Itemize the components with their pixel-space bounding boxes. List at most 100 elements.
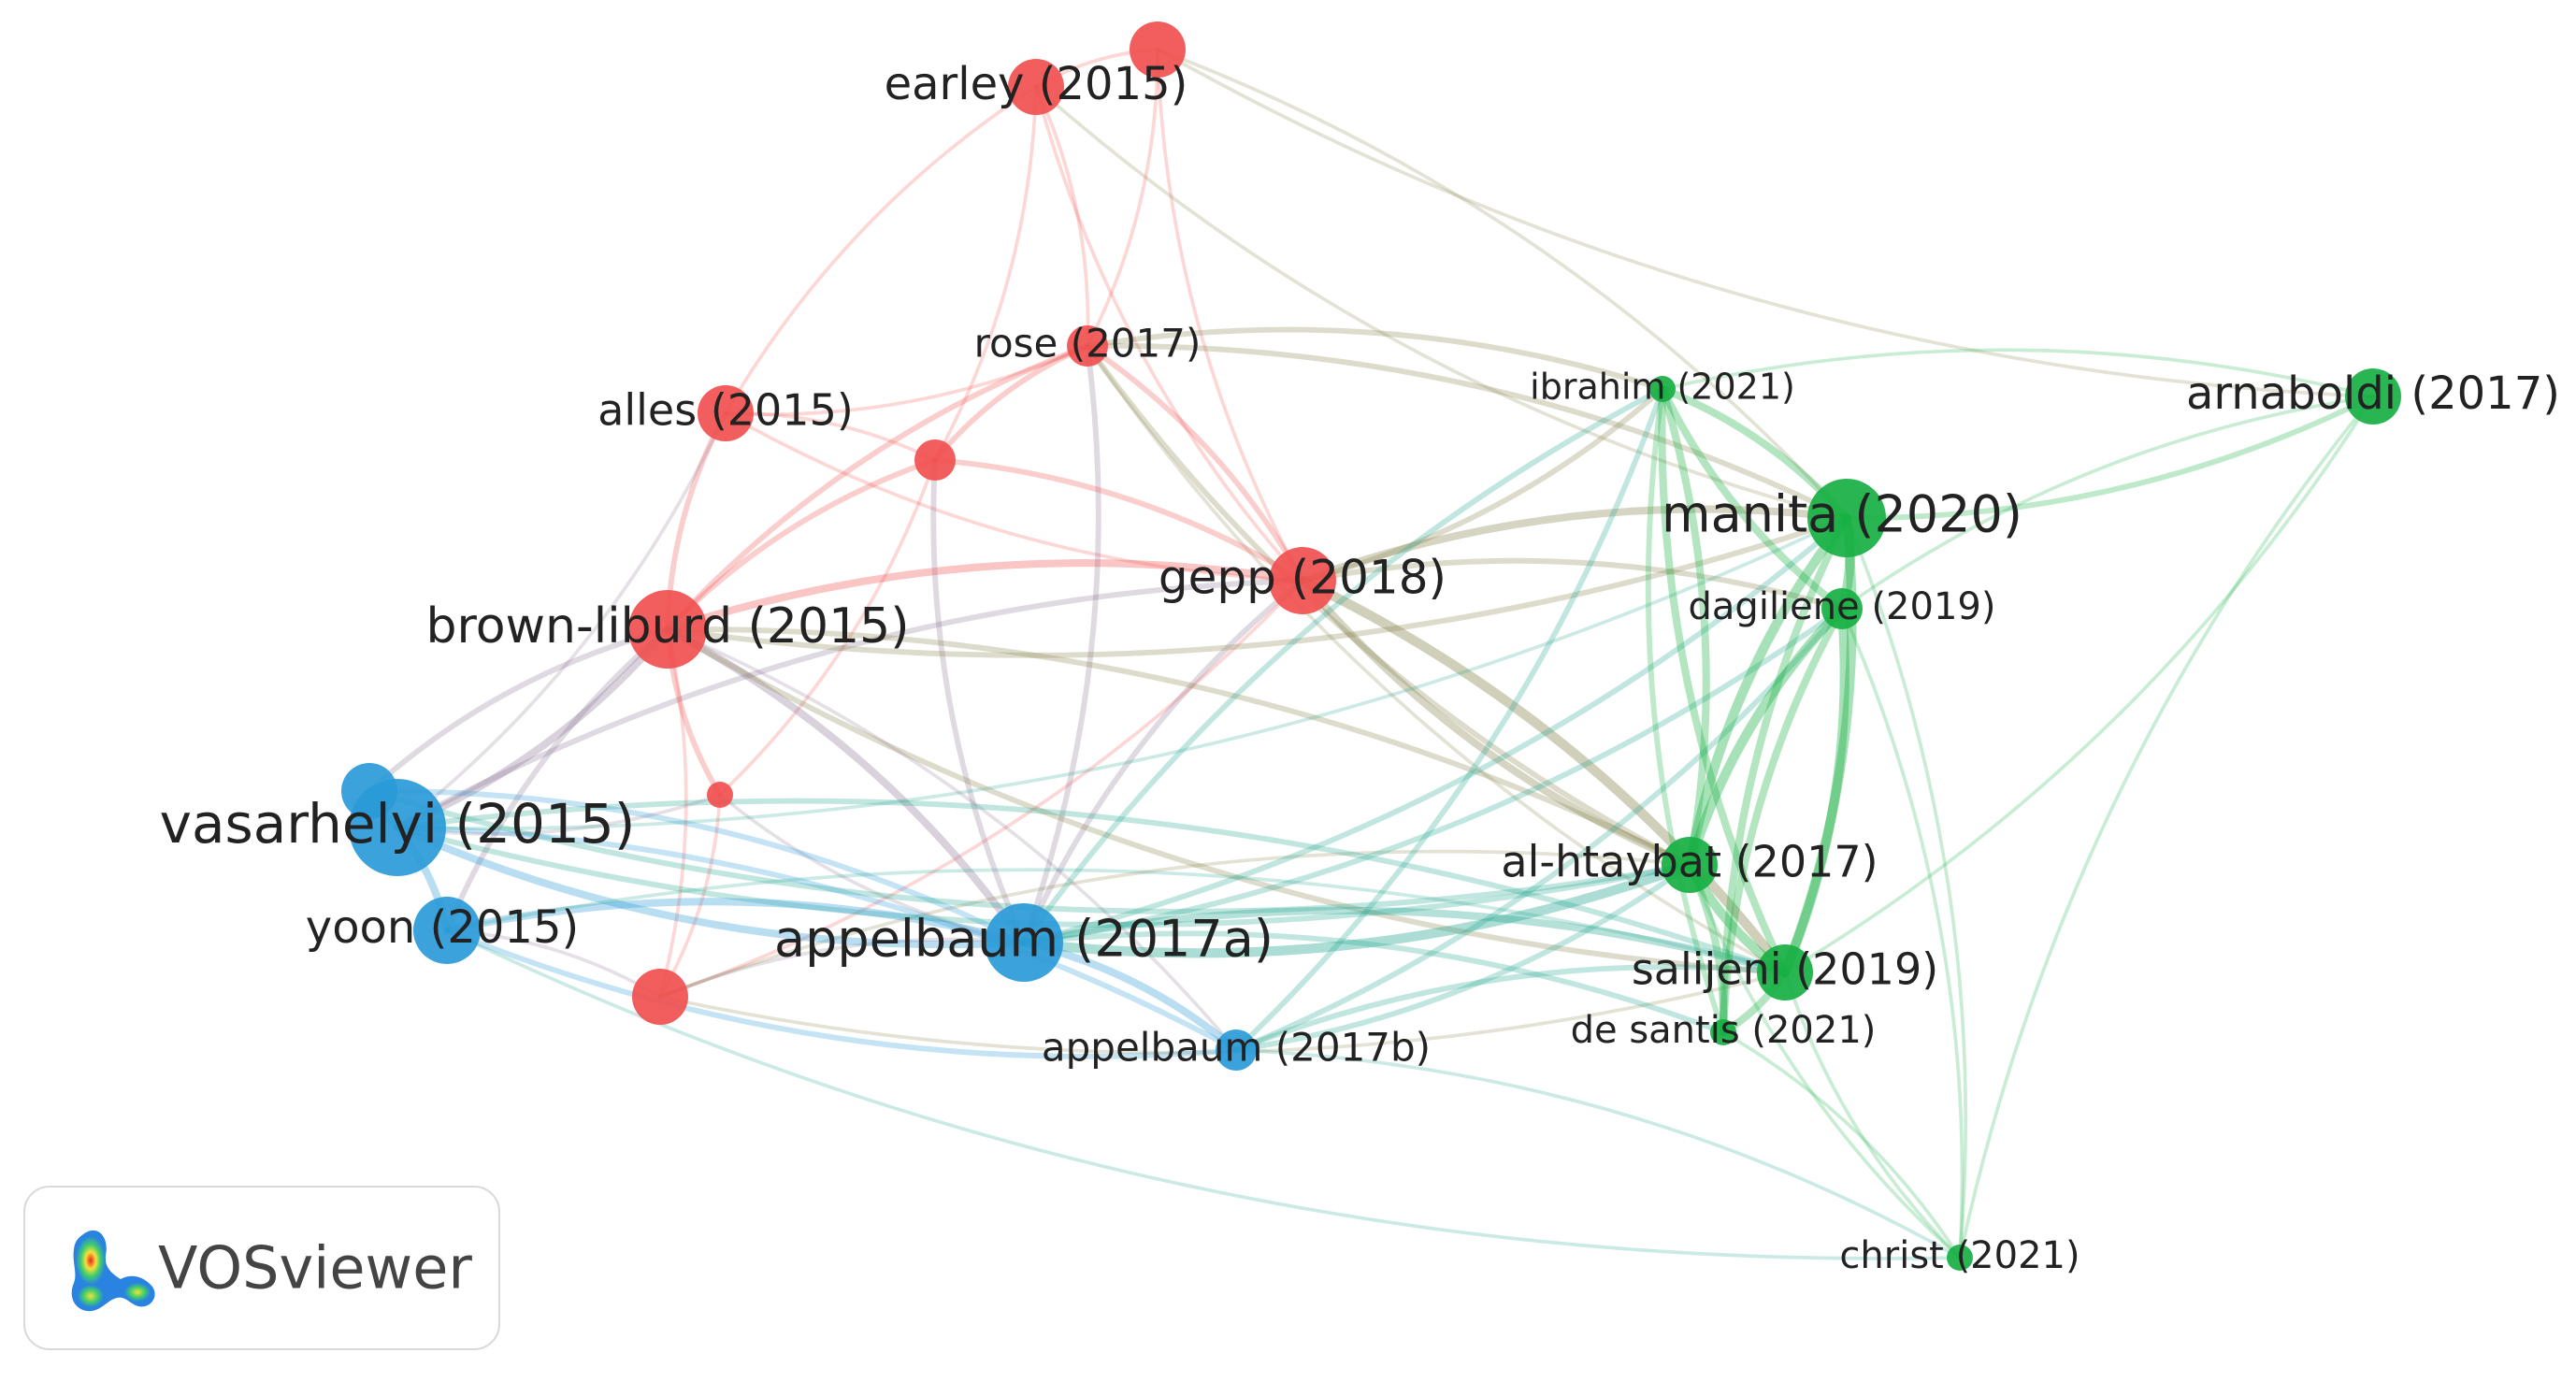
network-link <box>445 868 1787 974</box>
node-red-top[interactable] <box>1130 22 1186 78</box>
network-link <box>930 457 1027 945</box>
network-link <box>444 626 670 933</box>
network-link <box>1034 85 1304 583</box>
network-link <box>1840 395 2375 611</box>
network-link <box>663 559 1307 634</box>
network-link <box>445 929 1962 1260</box>
node-label-christ: christ (2021) <box>1839 1234 2080 1277</box>
network-link <box>1034 85 1849 520</box>
node-arnaboldi[interactable] <box>2345 368 2401 425</box>
node-red-small[interactable] <box>707 782 733 808</box>
network-link <box>1779 603 1849 978</box>
node-label-vasarhelyi: vasarhelyi (2015) <box>160 792 636 856</box>
node-label-gepp: gepp (2018) <box>1158 551 1446 605</box>
network-link <box>665 626 1692 868</box>
node-label-rose: rose (2017) <box>974 321 1202 367</box>
vosviewer-density-icon <box>71 1230 155 1312</box>
network-link <box>1021 343 1101 945</box>
network-link <box>1021 578 1305 945</box>
network-link <box>1156 48 1849 520</box>
network-link <box>1156 48 1304 583</box>
node-red-low[interactable] <box>632 969 688 1025</box>
node-manita[interactable] <box>1807 479 1886 557</box>
node-label-al-htaybat: al-htaybat (2017) <box>1501 837 1878 887</box>
network-link <box>1233 964 1788 1053</box>
network-link <box>396 516 1849 830</box>
network-link <box>1645 386 1726 1035</box>
network-link <box>1298 505 1851 585</box>
network-link <box>1658 384 1710 870</box>
network-link <box>1085 343 1305 583</box>
network-link <box>395 578 1305 830</box>
network-link <box>1300 386 1665 583</box>
network-link <box>1688 863 1962 1260</box>
network-link <box>1661 348 2375 398</box>
node-label-ibrahim: ibrahim (2021) <box>1530 367 1795 408</box>
network-link <box>663 625 1029 947</box>
network-link <box>1086 344 1787 974</box>
network-link <box>718 458 937 797</box>
node-yoon[interactable] <box>413 897 481 964</box>
network-link <box>933 85 1038 462</box>
node-al-htaybat[interactable] <box>1662 837 1718 893</box>
node-label-yoon: yoon (2015) <box>306 901 579 954</box>
node-label-dagiliene: dagiliene (2019) <box>1689 585 1996 628</box>
network-link <box>1719 513 1851 1037</box>
nodes-layer <box>341 22 2401 1271</box>
node-salijeni[interactable] <box>1757 944 1813 1001</box>
node-alles[interactable] <box>698 385 754 441</box>
network-link <box>442 898 1029 947</box>
network-link <box>1840 607 1964 1260</box>
node-label-brown-liburd: brown-liburd (2015) <box>425 598 909 655</box>
network-link <box>665 515 1849 658</box>
vosviewer-logo-box: VOSviewer <box>23 1186 500 1350</box>
node-appelbaum-a[interactable] <box>985 903 1063 982</box>
node-label-manita: manita (2020) <box>1662 485 2022 544</box>
network-link <box>1844 394 2376 521</box>
node-vasarhelyi[interactable] <box>349 779 446 876</box>
network-link <box>932 343 1090 463</box>
network-link <box>1156 48 2375 398</box>
network-link <box>1779 512 1857 978</box>
network-link <box>932 457 1305 583</box>
network-link <box>395 798 1788 975</box>
network-link <box>665 457 938 632</box>
network-link <box>1719 604 1847 1037</box>
node-appelbaum-b[interactable] <box>1216 1029 1257 1071</box>
node-red-mid[interactable] <box>914 439 956 481</box>
network-link <box>395 825 1239 1053</box>
node-label-salijeni: salijeni (2019) <box>1632 944 1938 995</box>
node-dagiliene[interactable] <box>1821 588 1863 629</box>
network-link <box>1085 343 1692 868</box>
network-link <box>658 849 1691 999</box>
network-link <box>665 343 1090 632</box>
network-link <box>1783 971 1962 1260</box>
node-rose[interactable] <box>1067 325 1108 367</box>
node-gepp[interactable] <box>1269 547 1336 614</box>
node-ibrahim[interactable] <box>1649 376 1676 402</box>
network-link <box>1233 606 1845 1053</box>
network-link <box>1845 516 1968 1260</box>
node-brown-liburd[interactable] <box>628 590 707 669</box>
network-link <box>718 793 1026 944</box>
node-de-santis[interactable] <box>1710 1019 1736 1045</box>
node-earley[interactable] <box>1008 59 1064 115</box>
network-link <box>666 627 1238 1052</box>
network-link <box>1658 384 1847 613</box>
network-link <box>396 411 727 829</box>
network-link <box>1721 1030 1962 1260</box>
network-link <box>1019 906 1790 977</box>
network-link <box>367 626 670 794</box>
network-link <box>1234 1048 1962 1260</box>
network-link <box>1783 395 2375 974</box>
node-christ[interactable] <box>1947 1245 1973 1271</box>
network-link <box>665 626 1788 975</box>
network-link <box>1021 606 1845 945</box>
network-link <box>1021 386 1665 945</box>
network-link <box>1684 512 1852 871</box>
node-label-appelbaum-a: appelbaum (2017a) <box>774 910 1274 969</box>
network-link <box>658 579 1304 999</box>
node-label-earley: earley (2015) <box>885 58 1188 110</box>
network-link <box>658 937 1026 999</box>
vosviewer-logo-text: VOSviewer <box>158 1233 472 1303</box>
